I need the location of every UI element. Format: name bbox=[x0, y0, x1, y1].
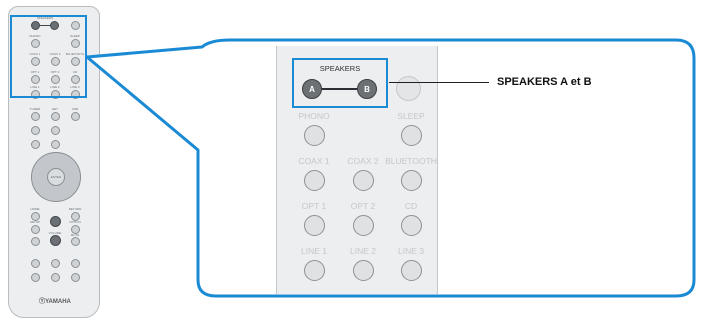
remote-skip-forward-button[interactable] bbox=[71, 273, 80, 282]
zoom-cd-button[interactable] bbox=[401, 215, 422, 236]
remote-cd-button[interactable] bbox=[71, 75, 80, 84]
zoom-line2-label: LINE 2 bbox=[350, 246, 376, 256]
zoom-cd-label: CD bbox=[404, 201, 418, 211]
remote-line2-button[interactable] bbox=[51, 90, 60, 99]
zoom-power-button[interactable] bbox=[396, 76, 421, 101]
remote-direction-pad[interactable]: ENTER bbox=[31, 152, 81, 202]
remote-phono-label: PHONO bbox=[29, 34, 41, 38]
remote-usb-label: USB bbox=[71, 107, 79, 111]
remote-line2-label: LINE 2 bbox=[50, 85, 60, 89]
remote-control: SPEAKERS PHONO SLEEP COAX 1 COAX 2 BLUET… bbox=[8, 6, 100, 318]
remote-option-label: OPTION bbox=[69, 220, 81, 224]
zoom-bluetooth-label: BLUETOOTH bbox=[385, 156, 437, 166]
remote-opt1-button[interactable] bbox=[31, 75, 40, 84]
remote-opt2-label: OPT 2 bbox=[50, 70, 60, 74]
zoom-coax2-label: COAX 2 bbox=[347, 156, 379, 166]
speakers-title: SPEAKERS bbox=[319, 64, 361, 73]
remote-return-label: RETURN bbox=[68, 207, 82, 211]
remote-stop-button[interactable] bbox=[51, 273, 60, 282]
remote-coax1-button[interactable] bbox=[31, 57, 40, 66]
callout-pointer-line bbox=[389, 82, 489, 83]
remote-net-label: NET bbox=[52, 107, 58, 111]
remote-preset-button[interactable] bbox=[31, 126, 40, 135]
zoom-phono-label: PHONO bbox=[298, 111, 330, 121]
remote-home-label: HOME bbox=[30, 207, 40, 211]
zoom-sleep-label: SLEEP bbox=[397, 111, 425, 121]
speakers-link-line bbox=[321, 88, 358, 90]
zoom-opt2-label: OPT 2 bbox=[350, 201, 376, 211]
remote-tuner-label: TUNER bbox=[29, 107, 41, 111]
zoom-bluetooth-button[interactable] bbox=[401, 170, 422, 191]
zoom-sleep-button[interactable] bbox=[401, 125, 422, 146]
remote-enter-label: ENTER bbox=[50, 175, 62, 179]
remote-return-button[interactable] bbox=[71, 212, 80, 221]
remote-sleep-button[interactable] bbox=[71, 39, 80, 48]
remote-opt2-button[interactable] bbox=[51, 75, 60, 84]
zoom-opt2-button[interactable] bbox=[353, 215, 374, 236]
zoom-line1-button[interactable] bbox=[304, 260, 325, 281]
zoom-opt1-button[interactable] bbox=[304, 215, 325, 236]
zoom-coax1-button[interactable] bbox=[304, 170, 325, 191]
zoom-line1-label: LINE 1 bbox=[301, 246, 327, 256]
zoom-coax2-button[interactable] bbox=[353, 170, 374, 191]
remote-phono-button[interactable] bbox=[31, 39, 40, 48]
remote-volume-label: VOLUME bbox=[48, 231, 62, 235]
remote-line3-label: LINE 3 bbox=[70, 85, 80, 89]
remote-band-button[interactable] bbox=[51, 126, 60, 135]
remote-option-button[interactable] bbox=[71, 225, 80, 234]
zoom-line3-label: LINE 3 bbox=[398, 246, 424, 256]
remote-coax2-button[interactable] bbox=[51, 57, 60, 66]
zoom-line2-button[interactable] bbox=[353, 260, 374, 281]
speakers-highlight-box bbox=[292, 58, 388, 108]
remote-sleep-label: SLEEP bbox=[70, 34, 80, 38]
remote-speakers-label: SPEAKERS bbox=[36, 16, 54, 20]
remote-line3-button[interactable] bbox=[71, 90, 80, 99]
remote-preset-select-button[interactable] bbox=[51, 140, 60, 149]
remote-enter-button[interactable]: ENTER bbox=[47, 168, 65, 186]
remote-tuner-button[interactable] bbox=[31, 112, 40, 121]
remote-home-button[interactable] bbox=[31, 212, 40, 221]
remote-net-button[interactable] bbox=[51, 112, 60, 121]
remote-setup-button[interactable] bbox=[31, 225, 40, 234]
speaker-b-button[interactable]: B bbox=[357, 79, 377, 99]
remote-volume-down-button[interactable] bbox=[50, 235, 61, 246]
yamaha-logo: ⓎYAMAHA bbox=[39, 299, 71, 305]
remote-memory-button[interactable] bbox=[31, 140, 40, 149]
remote-opt1-label: OPT 1 bbox=[30, 70, 40, 74]
remote-line1-button[interactable] bbox=[31, 90, 40, 99]
remote-coax2-label: COAX 2 bbox=[49, 52, 61, 56]
remote-line1-label: LINE 1 bbox=[30, 85, 40, 89]
remote-usb-button[interactable] bbox=[71, 112, 80, 121]
remote-coax1-label: COAX 1 bbox=[29, 52, 41, 56]
remote-bluetooth-button[interactable] bbox=[71, 57, 80, 66]
remote-power-button[interactable] bbox=[71, 21, 80, 30]
zoom-opt1-label: OPT 1 bbox=[301, 201, 327, 211]
callout-label: SPEAKERS A et B bbox=[497, 76, 592, 88]
remote-repeat-button[interactable] bbox=[31, 259, 40, 268]
remote-cd-label: CD bbox=[72, 70, 78, 74]
remote-shuffle-button[interactable] bbox=[71, 259, 80, 268]
remote-speaker-b-button[interactable] bbox=[50, 21, 59, 30]
remote-skip-back-button[interactable] bbox=[31, 273, 40, 282]
zoom-coax1-label: COAX 1 bbox=[298, 156, 330, 166]
remote-setup-label: SETUP bbox=[29, 220, 41, 224]
remote-mute-button[interactable] bbox=[71, 237, 80, 246]
zoom-phono-button[interactable] bbox=[304, 125, 325, 146]
remote-mute-label: MUTE bbox=[70, 233, 80, 237]
remote-speaker-link-line bbox=[39, 25, 51, 26]
zoom-line3-button[interactable] bbox=[401, 260, 422, 281]
speaker-a-button[interactable]: A bbox=[302, 79, 322, 99]
remote-volume-up-button[interactable] bbox=[50, 216, 61, 227]
remote-bluetooth-label: BLUETOOTH bbox=[65, 52, 85, 56]
remote-display-button[interactable] bbox=[31, 237, 40, 246]
remote-play-pause-button[interactable] bbox=[51, 259, 60, 268]
